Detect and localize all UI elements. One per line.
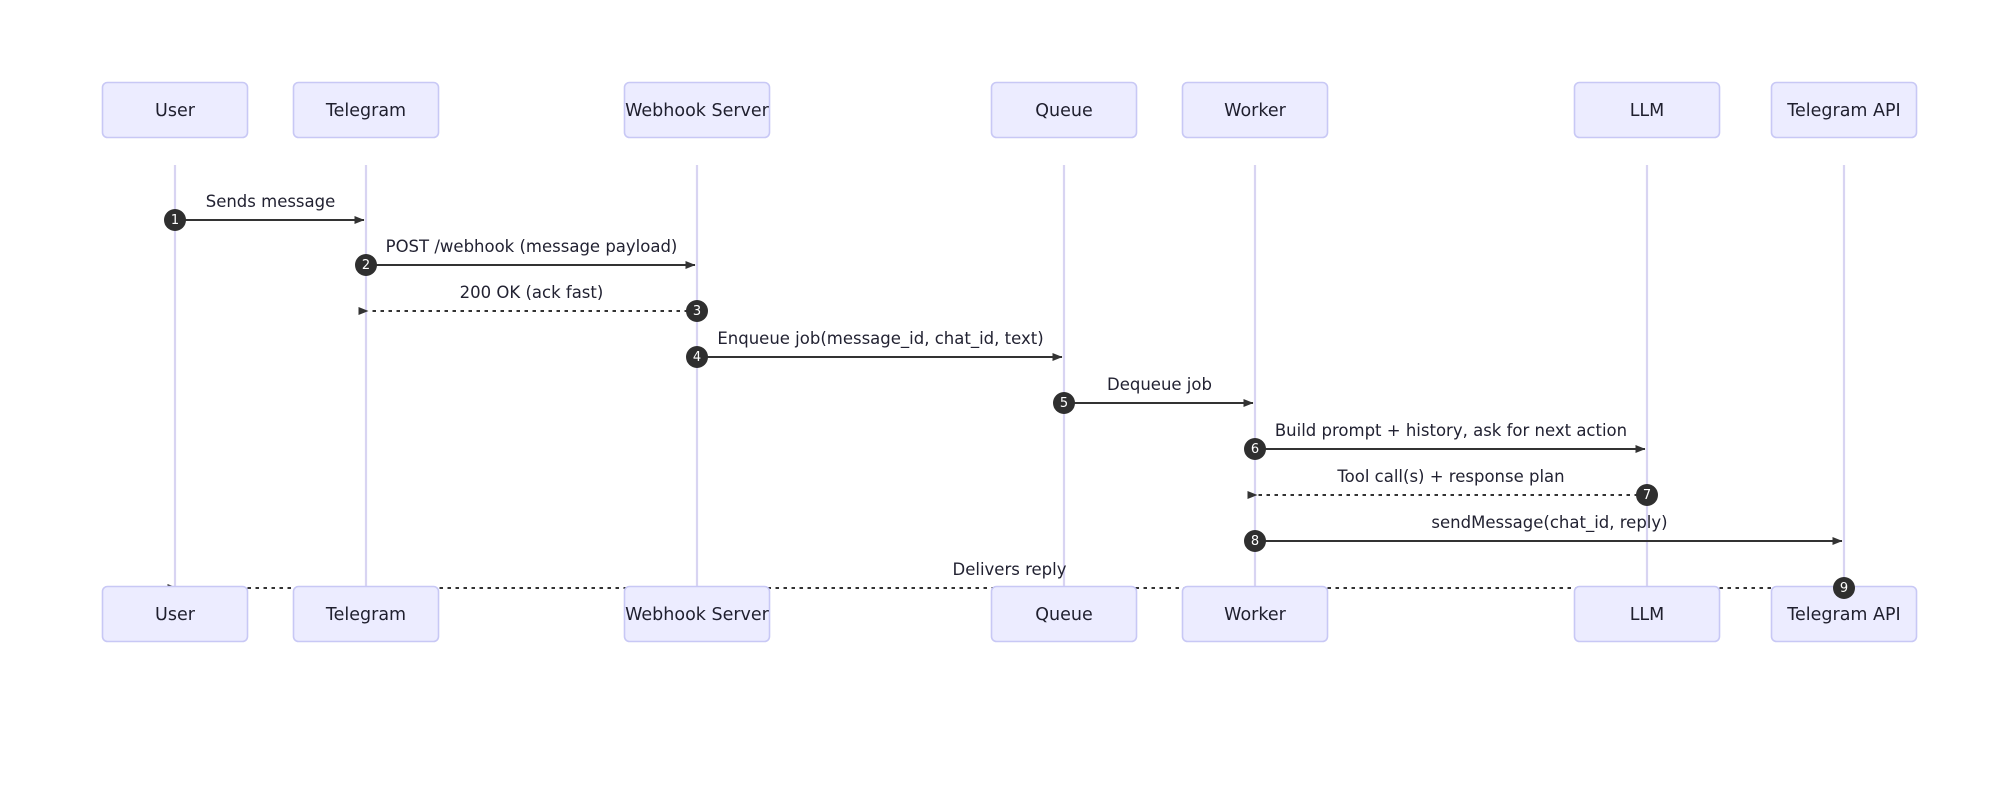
step-badge-9: 9 [1833,577,1855,599]
step-badge-number: 2 [362,258,370,273]
participant-llm-bottom[interactable]: LLM [1573,585,1721,643]
step-badge-circle [1053,392,1075,414]
participant-label: Webhook Server [625,605,770,625]
step-badge-6: 6 [1244,438,1266,460]
step-badge-2: 2 [355,254,377,276]
step-badge-circle [1244,530,1266,552]
participant-telegram_api-top[interactable]: Telegram API [1770,81,1918,139]
participant-label: Queue [1035,101,1093,121]
message-label-9: Delivers reply [953,560,1067,579]
step-badge-number: 8 [1251,534,1259,549]
participant-label: User [155,605,196,625]
message-label-4: Enqueue job(message_id, chat_id, text) [717,329,1043,349]
participant-telegram-bottom[interactable]: Telegram [292,585,440,643]
participant-box-shape [101,81,249,139]
message-label-1: Sends message [206,192,336,211]
participant-user-bottom[interactable]: User [101,585,249,643]
message-4: Enqueue job(message_id, chat_id, text) [706,329,1063,361]
participant-box-shape [623,585,771,643]
message-7: Tool call(s) + response plan [1247,467,1638,499]
participant-label: Telegram API [1786,605,1900,625]
message-label-7: Tool call(s) + response plan [1336,467,1564,486]
participant-worker-top[interactable]: Worker [1181,81,1329,139]
participant-label: Worker [1224,101,1286,121]
step-badge-circle [1833,577,1855,599]
participant-box-shape [101,585,249,643]
participant-label: Webhook Server [625,101,770,121]
participant-box-shape [990,81,1138,139]
participant-label: LLM [1630,605,1665,625]
message-label-6: Build prompt + history, ask for next act… [1275,421,1627,440]
step-badge-number: 4 [693,350,701,365]
message-6: Build prompt + history, ask for next act… [1264,421,1646,453]
participant-webhook-top[interactable]: Webhook Server [623,81,771,139]
message-2: POST /webhook (message payload) [375,237,696,269]
step-badge-number: 3 [693,304,701,319]
step-badge-number: 1 [171,213,179,228]
participant-worker-bottom[interactable]: Worker [1181,585,1329,643]
participant-label: Queue [1035,605,1093,625]
step-badge-circle [355,254,377,276]
step-badge-circle [686,300,708,322]
participants-bottom-layer: User Telegram Webhook Server Queue Worker LLM… [101,585,1918,643]
participant-box-shape [1573,585,1721,643]
step-badge-circle [1244,438,1266,460]
participant-box-shape [990,585,1138,643]
participant-box-shape [292,585,440,643]
step-badge-number: 6 [1251,442,1259,457]
participant-label: Telegram [325,605,406,625]
badges-layer: 1 2 3 4 5 6 7 8 9 [164,209,1855,599]
step-badge-7: 7 [1636,484,1658,506]
participant-label: LLM [1630,101,1665,121]
step-badge-1: 1 [164,209,186,231]
message-label-3: 200 OK (ack fast) [460,283,604,302]
participant-webhook-bottom[interactable]: Webhook Server [623,585,771,643]
participant-box-shape [1181,585,1329,643]
participants-top-layer: User Telegram Webhook Server Queue Worker LLM… [101,81,1918,139]
message-1: Sends message [184,192,365,224]
step-badge-number: 5 [1060,396,1068,411]
participant-box-shape [1770,81,1918,139]
message-label-5: Dequeue job [1107,375,1212,394]
lifelines-layer [173,165,1846,614]
participant-box-shape [1181,81,1329,139]
step-badge-number: 9 [1840,581,1848,596]
message-label-2: POST /webhook (message payload) [386,237,678,256]
participant-telegram-top[interactable]: Telegram [292,81,440,139]
step-badge-5: 5 [1053,392,1075,414]
participant-user-top[interactable]: User [101,81,249,139]
message-label-8: sendMessage(chat_id, reply) [1431,513,1667,533]
participant-box-shape [623,81,771,139]
participant-box-shape [292,81,440,139]
participant-box-shape [1573,81,1721,139]
participant-llm-top[interactable]: LLM [1573,81,1721,139]
message-5: Dequeue job [1073,375,1254,407]
participant-telegram_api-bottom[interactable]: Telegram API [1770,585,1918,643]
step-badge-circle [164,209,186,231]
message-9: Delivers reply [167,560,1835,592]
participant-label: Telegram API [1786,101,1900,121]
participant-queue-bottom[interactable]: Queue [990,585,1138,643]
participant-label: Telegram [325,101,406,121]
step-badge-number: 7 [1643,488,1651,503]
step-badge-circle [1636,484,1658,506]
participant-label: User [155,101,196,121]
step-badge-3: 3 [686,300,708,322]
message-8: sendMessage(chat_id, reply) [1264,513,1843,545]
message-3: 200 OK (ack fast) [358,283,688,315]
participant-label: Worker [1224,605,1286,625]
participant-queue-top[interactable]: Queue [990,81,1138,139]
step-badge-circle [686,346,708,368]
step-badge-4: 4 [686,346,708,368]
step-badge-8: 8 [1244,530,1266,552]
